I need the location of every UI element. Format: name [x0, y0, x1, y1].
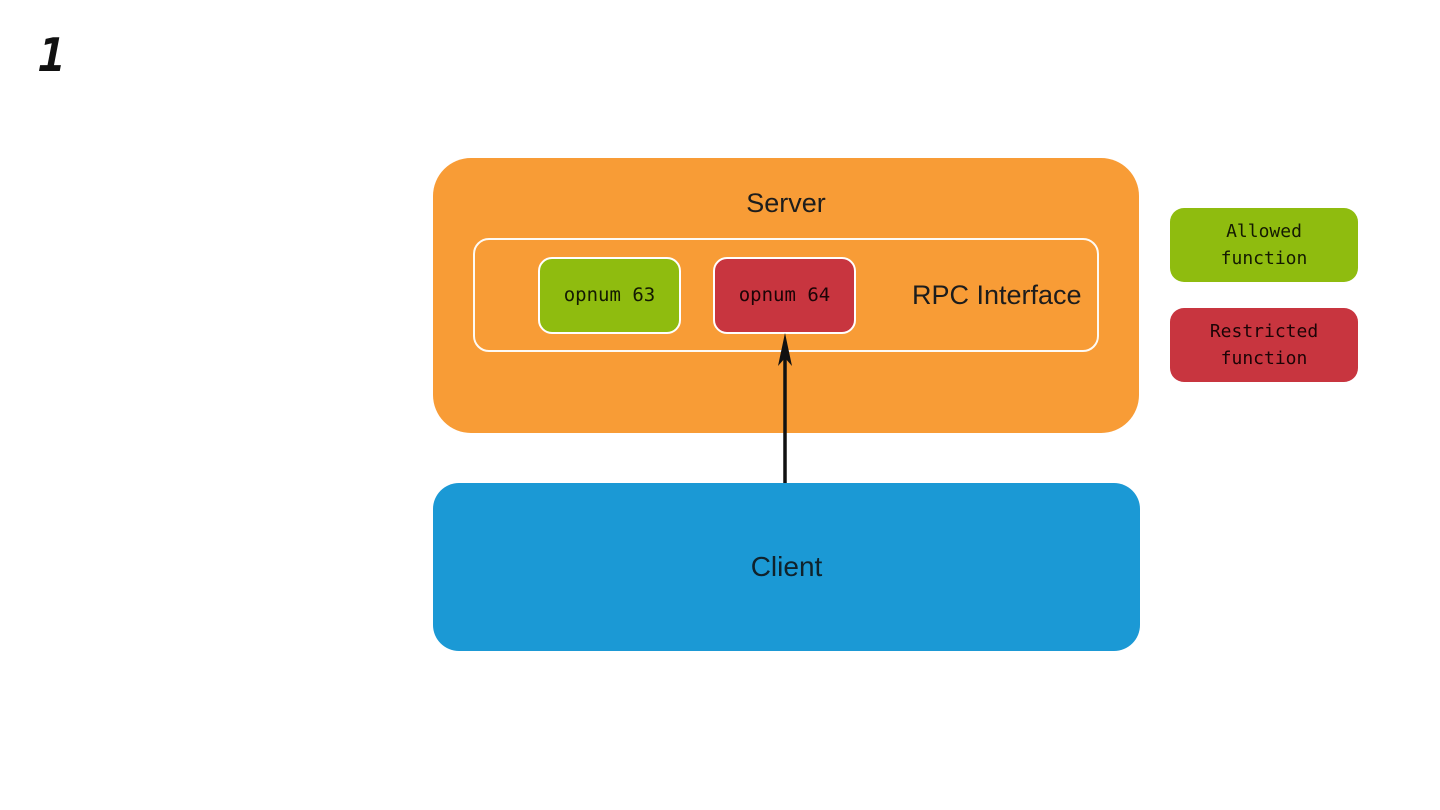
- slide-number: 1: [38, 28, 66, 82]
- rpc-interface-box: opnum 63 opnum 64 RPC Interface: [473, 238, 1099, 352]
- client-box: Client: [433, 483, 1140, 651]
- restricted-function-box: opnum 64: [713, 256, 856, 334]
- allowed-function-box: opnum 63: [538, 256, 681, 334]
- client-to-opnum64-arrow: [778, 333, 792, 483]
- rpc-interface-label: RPC Interface: [912, 279, 1082, 310]
- legend: Allowed function Restricted function: [1170, 208, 1358, 382]
- server-label: Server: [746, 188, 826, 218]
- legend-allowed-function: Allowed function: [1170, 208, 1358, 282]
- legend-restricted-function: Restricted function: [1170, 308, 1358, 382]
